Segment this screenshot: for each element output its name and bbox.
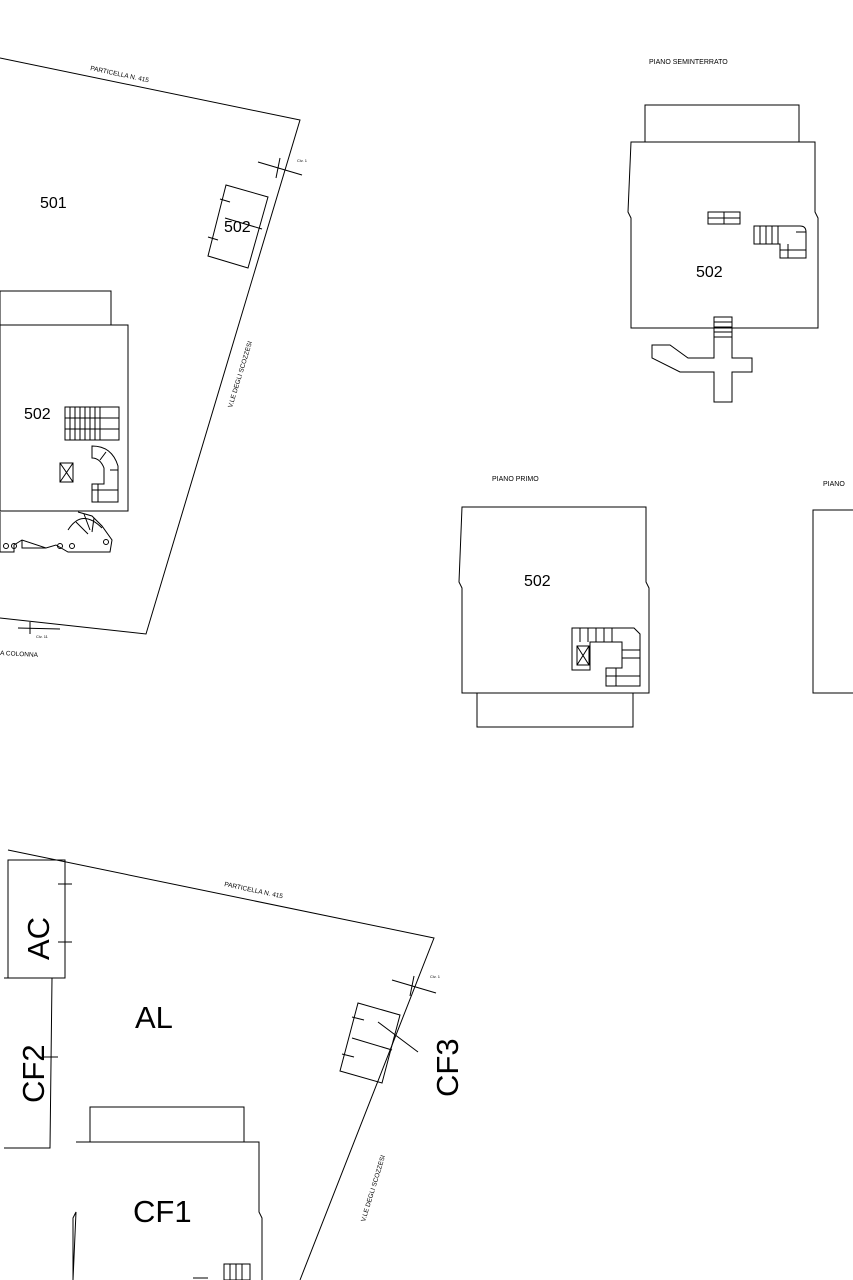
elevator-icon bbox=[576, 645, 590, 666]
lot-boundary bbox=[0, 57, 301, 635]
balcony-outline bbox=[476, 692, 634, 728]
area-label-cf3: CF3 bbox=[430, 1038, 465, 1097]
unit-label-501: 501 bbox=[40, 195, 67, 212]
area-cf3-outline bbox=[339, 1002, 401, 1084]
stair-icon bbox=[571, 627, 641, 687]
cf1-porch bbox=[89, 1106, 245, 1143]
parcel-label: PARTICELLA N. 415 bbox=[90, 65, 150, 84]
bottom-site-plan: PARTICELLA N. 415 V.LE DEGLI SCOZZESI Ci… bbox=[4, 849, 465, 1280]
partial-floor-plan: PIANO bbox=[812, 481, 853, 694]
lot-boundary bbox=[7, 849, 435, 1280]
stair-icon bbox=[753, 225, 807, 259]
small-note: Civ. 11 bbox=[36, 634, 49, 639]
elevator-icon bbox=[59, 462, 74, 483]
basement-outline bbox=[627, 141, 819, 329]
first-floor-plan: PIANO PRIMO 502 bbox=[458, 476, 650, 728]
garage-outline bbox=[207, 184, 269, 269]
terrace-outline bbox=[0, 511, 113, 553]
basement-plan: PIANO SEMINTERRATO 502 bbox=[627, 59, 819, 403]
spiral-stair-icon bbox=[91, 445, 119, 503]
unit-label-502: 502 bbox=[696, 264, 723, 281]
area-label-cf1: CF1 bbox=[133, 1194, 192, 1229]
small-note: Civ. 1 bbox=[430, 974, 441, 979]
unit-label-502-garage: 502 bbox=[224, 219, 251, 236]
floor-title: PIANO SEMINTERRATO bbox=[649, 59, 728, 66]
area-label-al: AL bbox=[135, 1000, 173, 1035]
road-label: V.LE DEGLI SCOZZESI bbox=[360, 1154, 387, 1222]
basement-porch bbox=[644, 104, 800, 143]
house-porch bbox=[0, 290, 112, 326]
lower-road-label: A COLONNA bbox=[0, 650, 39, 659]
area-cf1-outline bbox=[72, 1141, 263, 1280]
boundary-tick bbox=[257, 161, 303, 176]
small-note: Civ. 1 bbox=[297, 158, 308, 163]
unit-label-502-house: 502 bbox=[24, 406, 51, 423]
stair-icon bbox=[64, 406, 120, 441]
stair-icon bbox=[193, 1263, 251, 1280]
top-left-site-plan: PARTICELLA N. 415 V.LE DEGLI SCOZZESI A … bbox=[0, 57, 308, 659]
floor-title: PIANO bbox=[823, 481, 845, 488]
house-outline bbox=[0, 324, 129, 512]
area-cf2-outline bbox=[4, 977, 53, 1149]
floor-title: PIANO PRIMO bbox=[492, 476, 539, 483]
stair-icon bbox=[707, 211, 741, 225]
area-label-ac: AC bbox=[21, 917, 56, 960]
partial-plan-outline bbox=[812, 509, 853, 694]
unit-label-502: 502 bbox=[524, 573, 551, 590]
parcel-label: PARTICELLA N. 415 bbox=[224, 881, 284, 900]
external-stair-outline bbox=[651, 316, 753, 403]
area-label-cf2: CF2 bbox=[16, 1044, 51, 1103]
first-floor-outline bbox=[458, 506, 650, 694]
